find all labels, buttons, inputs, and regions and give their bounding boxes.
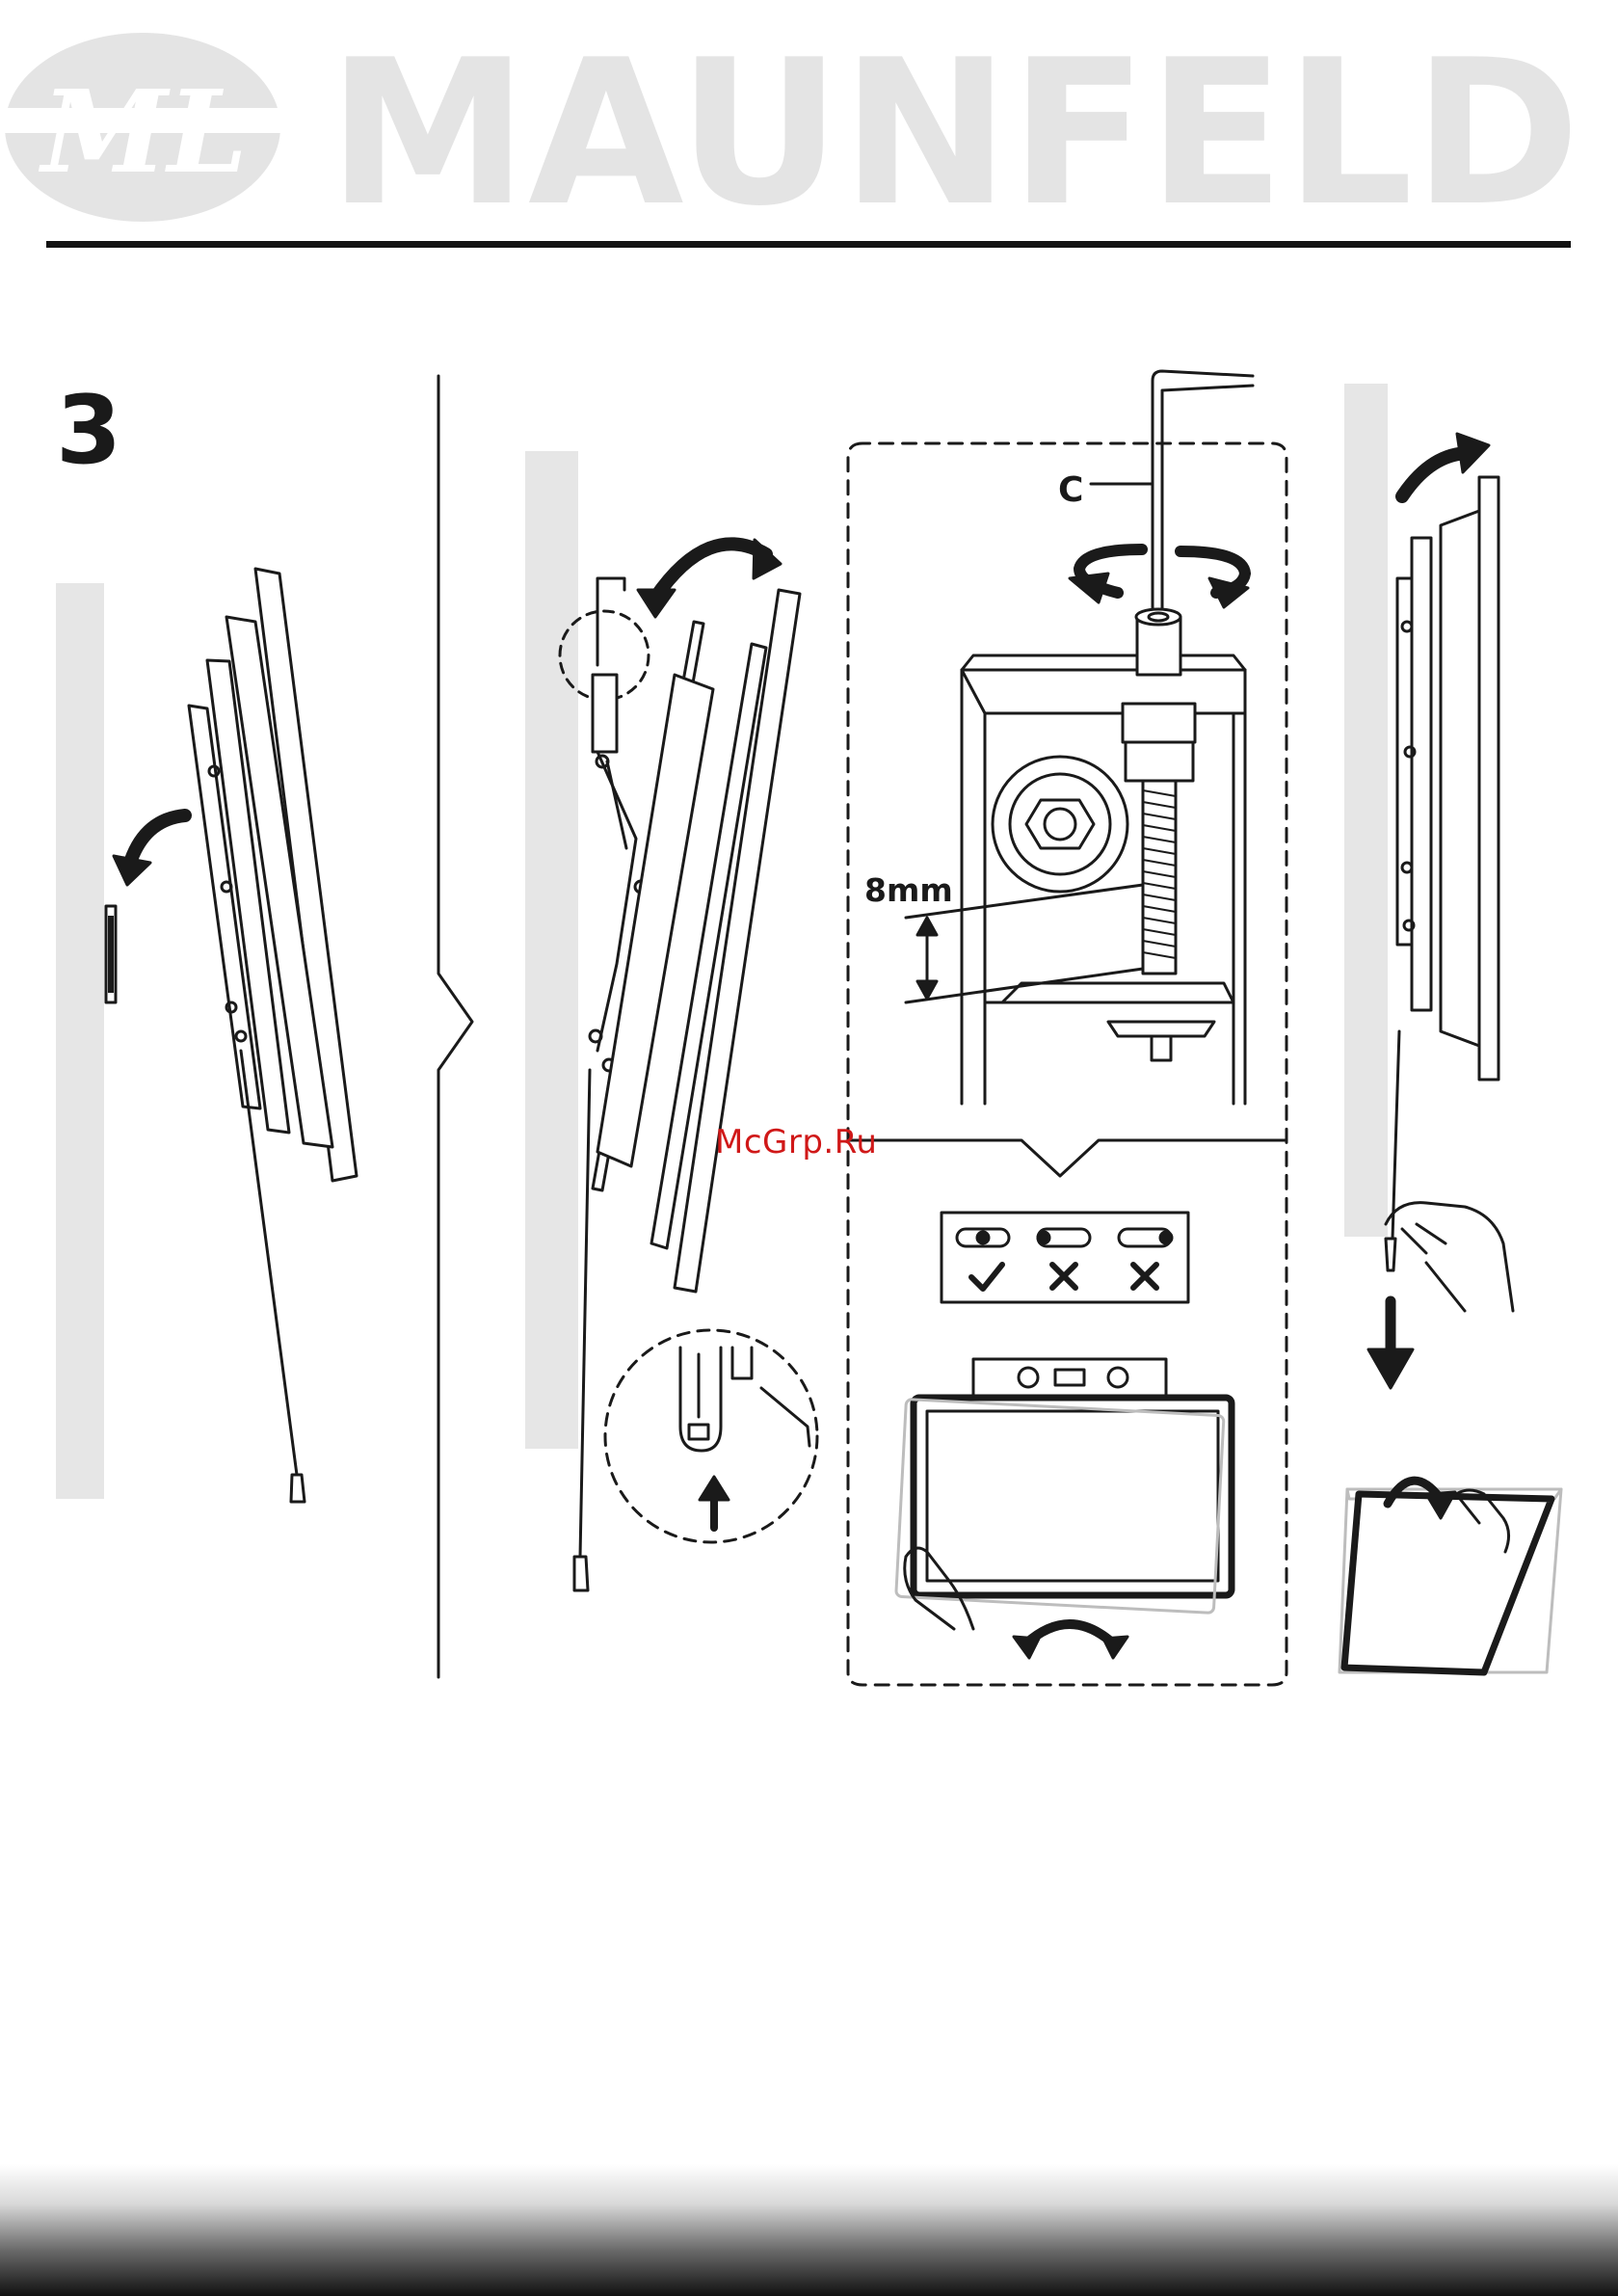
brand-logo: ML MAUNFELD [0, 0, 1618, 251]
panel-tilt-adjust [525, 451, 817, 1590]
slot-check-panel [942, 1213, 1188, 1302]
part-letter-c: C [1058, 470, 1083, 510]
panel-final [1339, 384, 1561, 1672]
tv-flat-side-view [1397, 477, 1499, 1080]
tv-with-level [896, 1359, 1232, 1658]
tv-tilted-side-view [593, 590, 800, 1292]
tv-side-view [189, 569, 357, 1181]
brand-emblem: ML [0, 33, 289, 222]
cord-detail-zoom [605, 1330, 817, 1542]
tv-tilt-preview [1339, 1481, 1561, 1672]
wall [1344, 384, 1388, 1237]
threaded-bolt [1143, 781, 1176, 974]
installation-diagram: C 8mm [0, 366, 1618, 1696]
hand-icon [1386, 1203, 1513, 1311]
brand-header: ML MAUNFELD [0, 0, 1618, 260]
brand-monogram: ML [38, 65, 248, 199]
wall [525, 451, 578, 1449]
header-divider [46, 241, 1571, 248]
footer-bar [0, 2164, 1618, 2296]
measurement-label: 8mm [864, 871, 953, 909]
watermark: McGrp.Ru [715, 1123, 877, 1161]
panel-level-adjust: C 8mm [848, 371, 1286, 1685]
spirit-level [973, 1359, 1166, 1396]
wall [56, 583, 104, 1499]
pull-cord-tab [291, 1475, 305, 1502]
curved-arrow-icon [130, 815, 185, 863]
panel-divider [438, 376, 472, 1677]
panel-hang-tv [56, 569, 357, 1502]
pull-cord [580, 1070, 590, 1557]
brand-wordmark: MAUNFELD [328, 17, 1580, 251]
